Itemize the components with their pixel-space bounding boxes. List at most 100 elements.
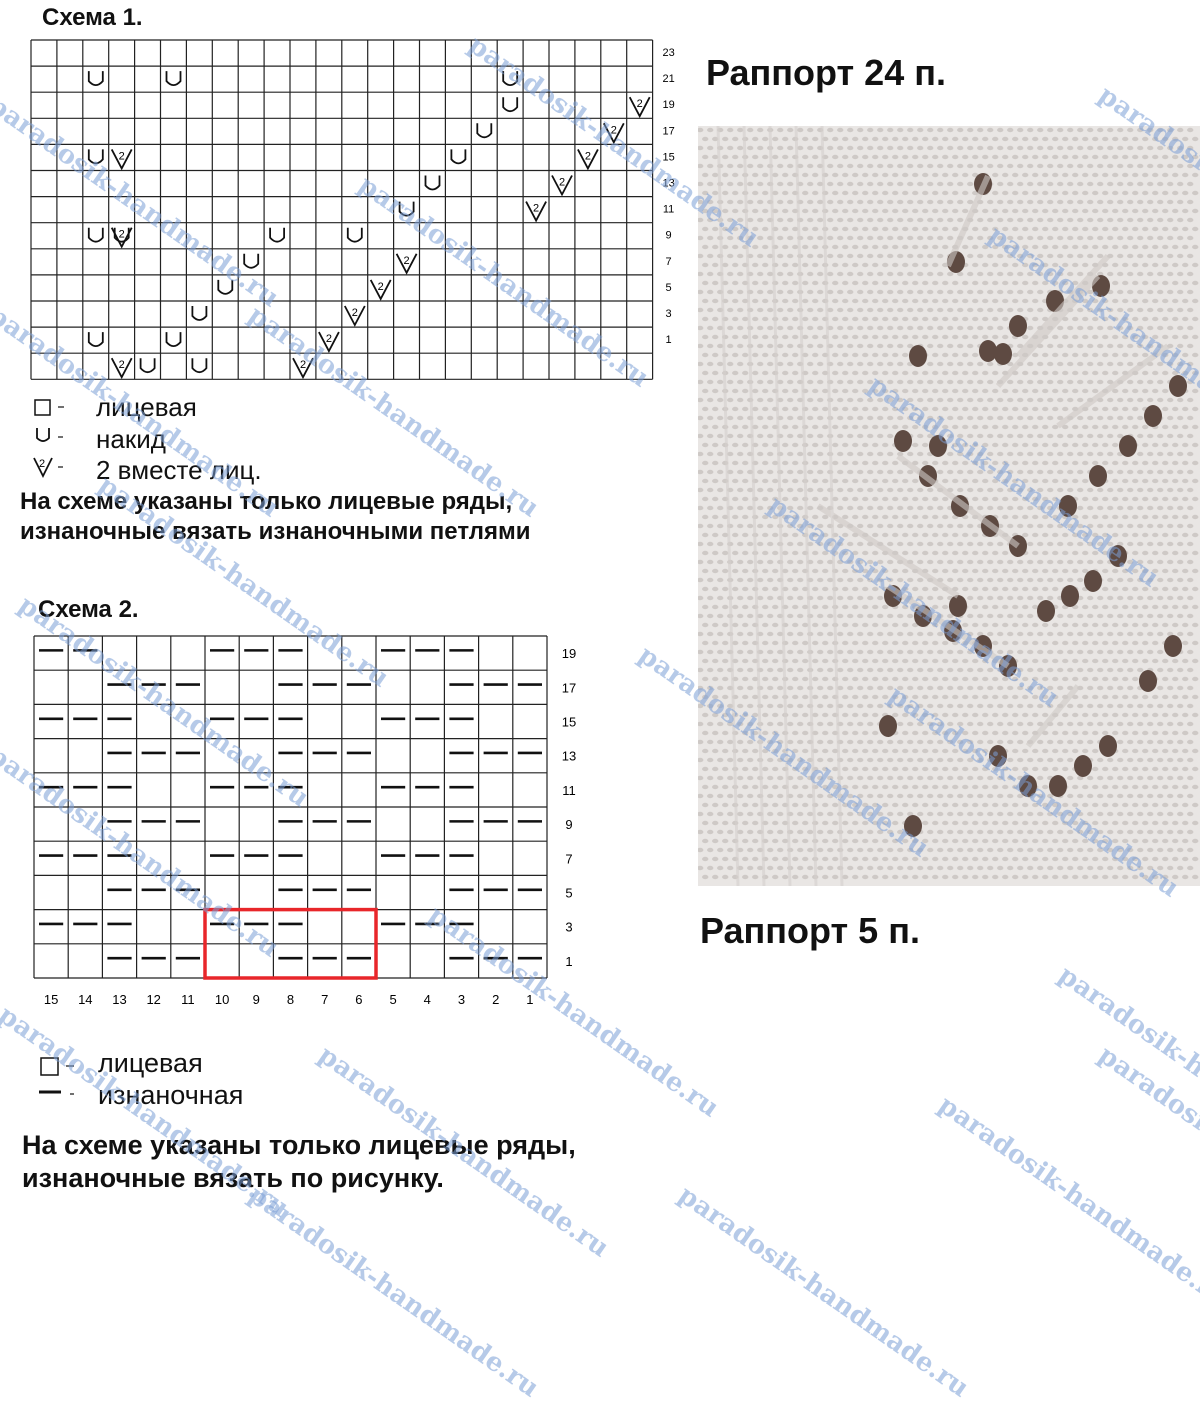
stitch bbox=[877, 793, 884, 799]
stitch bbox=[1017, 451, 1024, 457]
stitch bbox=[747, 649, 754, 655]
stitch bbox=[1077, 811, 1084, 817]
stitch bbox=[1022, 154, 1029, 160]
stitch bbox=[1012, 640, 1019, 646]
stitch bbox=[802, 640, 809, 646]
stitch bbox=[897, 289, 904, 295]
stitch bbox=[867, 181, 874, 187]
stitch bbox=[857, 307, 864, 313]
stitch bbox=[997, 775, 1004, 781]
stitch bbox=[707, 343, 714, 349]
stitch bbox=[707, 199, 714, 205]
stitch bbox=[892, 244, 899, 250]
stitch bbox=[997, 145, 1004, 151]
stitch bbox=[992, 280, 999, 286]
stitch bbox=[1072, 640, 1079, 646]
stitch bbox=[1077, 127, 1084, 133]
stitch bbox=[1122, 802, 1129, 808]
stitch bbox=[737, 631, 744, 637]
stitch bbox=[832, 874, 839, 880]
stitch bbox=[817, 631, 824, 637]
schema2-grid bbox=[33, 635, 548, 979]
stitch bbox=[832, 838, 839, 844]
stitch bbox=[752, 262, 759, 268]
stitch bbox=[1012, 838, 1019, 844]
stitch bbox=[1167, 415, 1174, 421]
stitch bbox=[1052, 136, 1059, 142]
stitch bbox=[977, 271, 984, 277]
stitch bbox=[837, 505, 844, 511]
stitch bbox=[722, 550, 729, 556]
stitch bbox=[1042, 190, 1049, 196]
stitch bbox=[907, 145, 914, 151]
stitch bbox=[1012, 136, 1019, 142]
stitch bbox=[902, 388, 909, 394]
stitch bbox=[977, 361, 984, 367]
stitch bbox=[917, 235, 924, 241]
stitch bbox=[882, 820, 889, 826]
stitch bbox=[917, 739, 924, 745]
stitch bbox=[932, 676, 939, 682]
stitch bbox=[1012, 208, 1019, 214]
stitch bbox=[957, 145, 964, 151]
stitch bbox=[1097, 199, 1104, 205]
stitch bbox=[927, 343, 934, 349]
stitch bbox=[832, 172, 839, 178]
stitch bbox=[1077, 253, 1084, 259]
stitch bbox=[832, 424, 839, 430]
stitch bbox=[802, 298, 809, 304]
stitch bbox=[1062, 190, 1069, 196]
stitch bbox=[907, 253, 914, 259]
stitch bbox=[992, 496, 999, 502]
stitch bbox=[1027, 307, 1034, 313]
stitch bbox=[1067, 721, 1074, 727]
stitch bbox=[1162, 712, 1169, 718]
stitch bbox=[967, 559, 974, 565]
stitch bbox=[992, 226, 999, 232]
stitch bbox=[1142, 442, 1149, 448]
stitch bbox=[872, 802, 879, 808]
stitch bbox=[1007, 595, 1014, 601]
stitch bbox=[842, 712, 849, 718]
stitch bbox=[1117, 307, 1124, 313]
stitch bbox=[1167, 397, 1174, 403]
stitch bbox=[1012, 766, 1019, 772]
stitch bbox=[1057, 613, 1064, 619]
stitch bbox=[867, 307, 874, 313]
stitch bbox=[1072, 820, 1079, 826]
stitch bbox=[847, 343, 854, 349]
stitch bbox=[892, 262, 899, 268]
stitch bbox=[802, 766, 809, 772]
stitch bbox=[1057, 361, 1064, 367]
stitch bbox=[1097, 703, 1104, 709]
stitch bbox=[872, 154, 879, 160]
stitch bbox=[1082, 370, 1089, 376]
stitch bbox=[1102, 586, 1109, 592]
stitch bbox=[1002, 766, 1009, 772]
stitch bbox=[702, 784, 709, 790]
stitch bbox=[872, 658, 879, 664]
stitch bbox=[1057, 199, 1064, 205]
stitch bbox=[937, 469, 944, 475]
stitch bbox=[1167, 703, 1174, 709]
stitch bbox=[997, 703, 1004, 709]
stitch bbox=[752, 298, 759, 304]
stitch bbox=[982, 388, 989, 394]
stitch bbox=[897, 199, 904, 205]
column-number: 12 bbox=[146, 992, 160, 1007]
stitch bbox=[1122, 406, 1129, 412]
stitch bbox=[777, 811, 784, 817]
stitch bbox=[1187, 721, 1194, 727]
stitch bbox=[1182, 424, 1189, 430]
stitch bbox=[892, 190, 899, 196]
stitch bbox=[1097, 307, 1104, 313]
stitch bbox=[767, 631, 774, 637]
stitch bbox=[1057, 451, 1064, 457]
stitch bbox=[997, 271, 1004, 277]
stitch bbox=[737, 703, 744, 709]
stitch bbox=[1172, 208, 1179, 214]
watermark-text: paradosik-handmade.ru bbox=[242, 1180, 545, 1404]
stitch bbox=[1037, 739, 1044, 745]
k2tog-icon bbox=[318, 331, 340, 354]
stitch bbox=[1062, 208, 1069, 214]
